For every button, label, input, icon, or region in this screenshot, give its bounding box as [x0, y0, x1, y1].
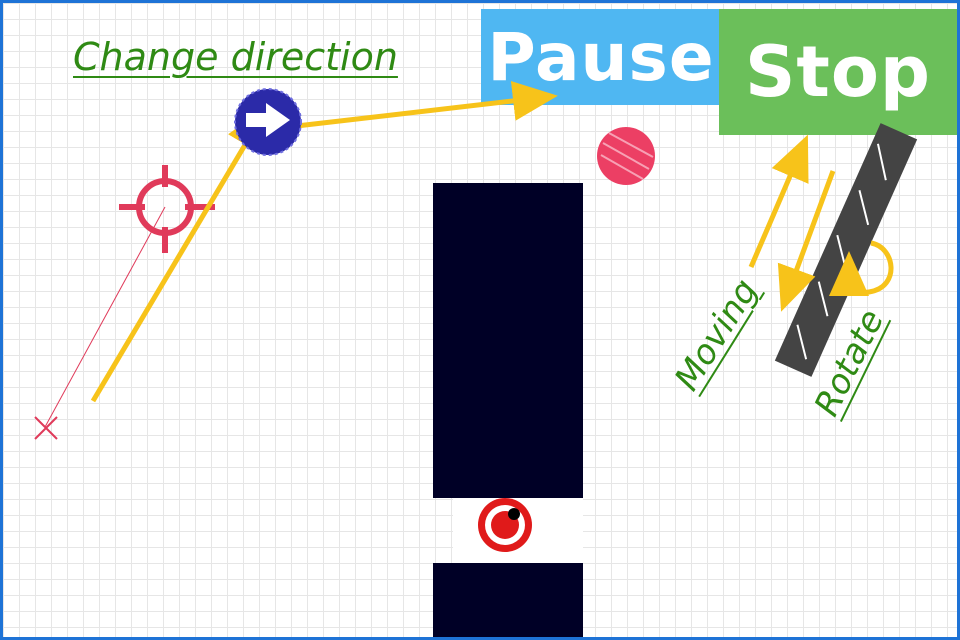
ball-icon — [597, 127, 655, 185]
aim-line — [44, 206, 166, 428]
hint-change-direction: Change direction — [73, 35, 398, 79]
pause-button[interactable]: Pause — [481, 9, 721, 105]
path-arrow-2 — [287, 81, 558, 130]
path-arrow-1 — [90, 105, 269, 403]
rotate-arrow-icon — [829, 240, 894, 297]
target-icon — [478, 498, 532, 552]
wall-upper — [433, 183, 583, 498]
moving-arrow-up — [748, 134, 809, 268]
wall-lower — [433, 563, 583, 637]
moving-arrow-down — [777, 170, 836, 312]
stop-button[interactable]: Stop — [719, 9, 957, 135]
x-mark-icon — [34, 416, 58, 440]
crosshair-icon[interactable] — [119, 165, 215, 253]
game-overlay — [34, 81, 918, 552]
direction-changer-icon[interactable] — [234, 88, 302, 156]
